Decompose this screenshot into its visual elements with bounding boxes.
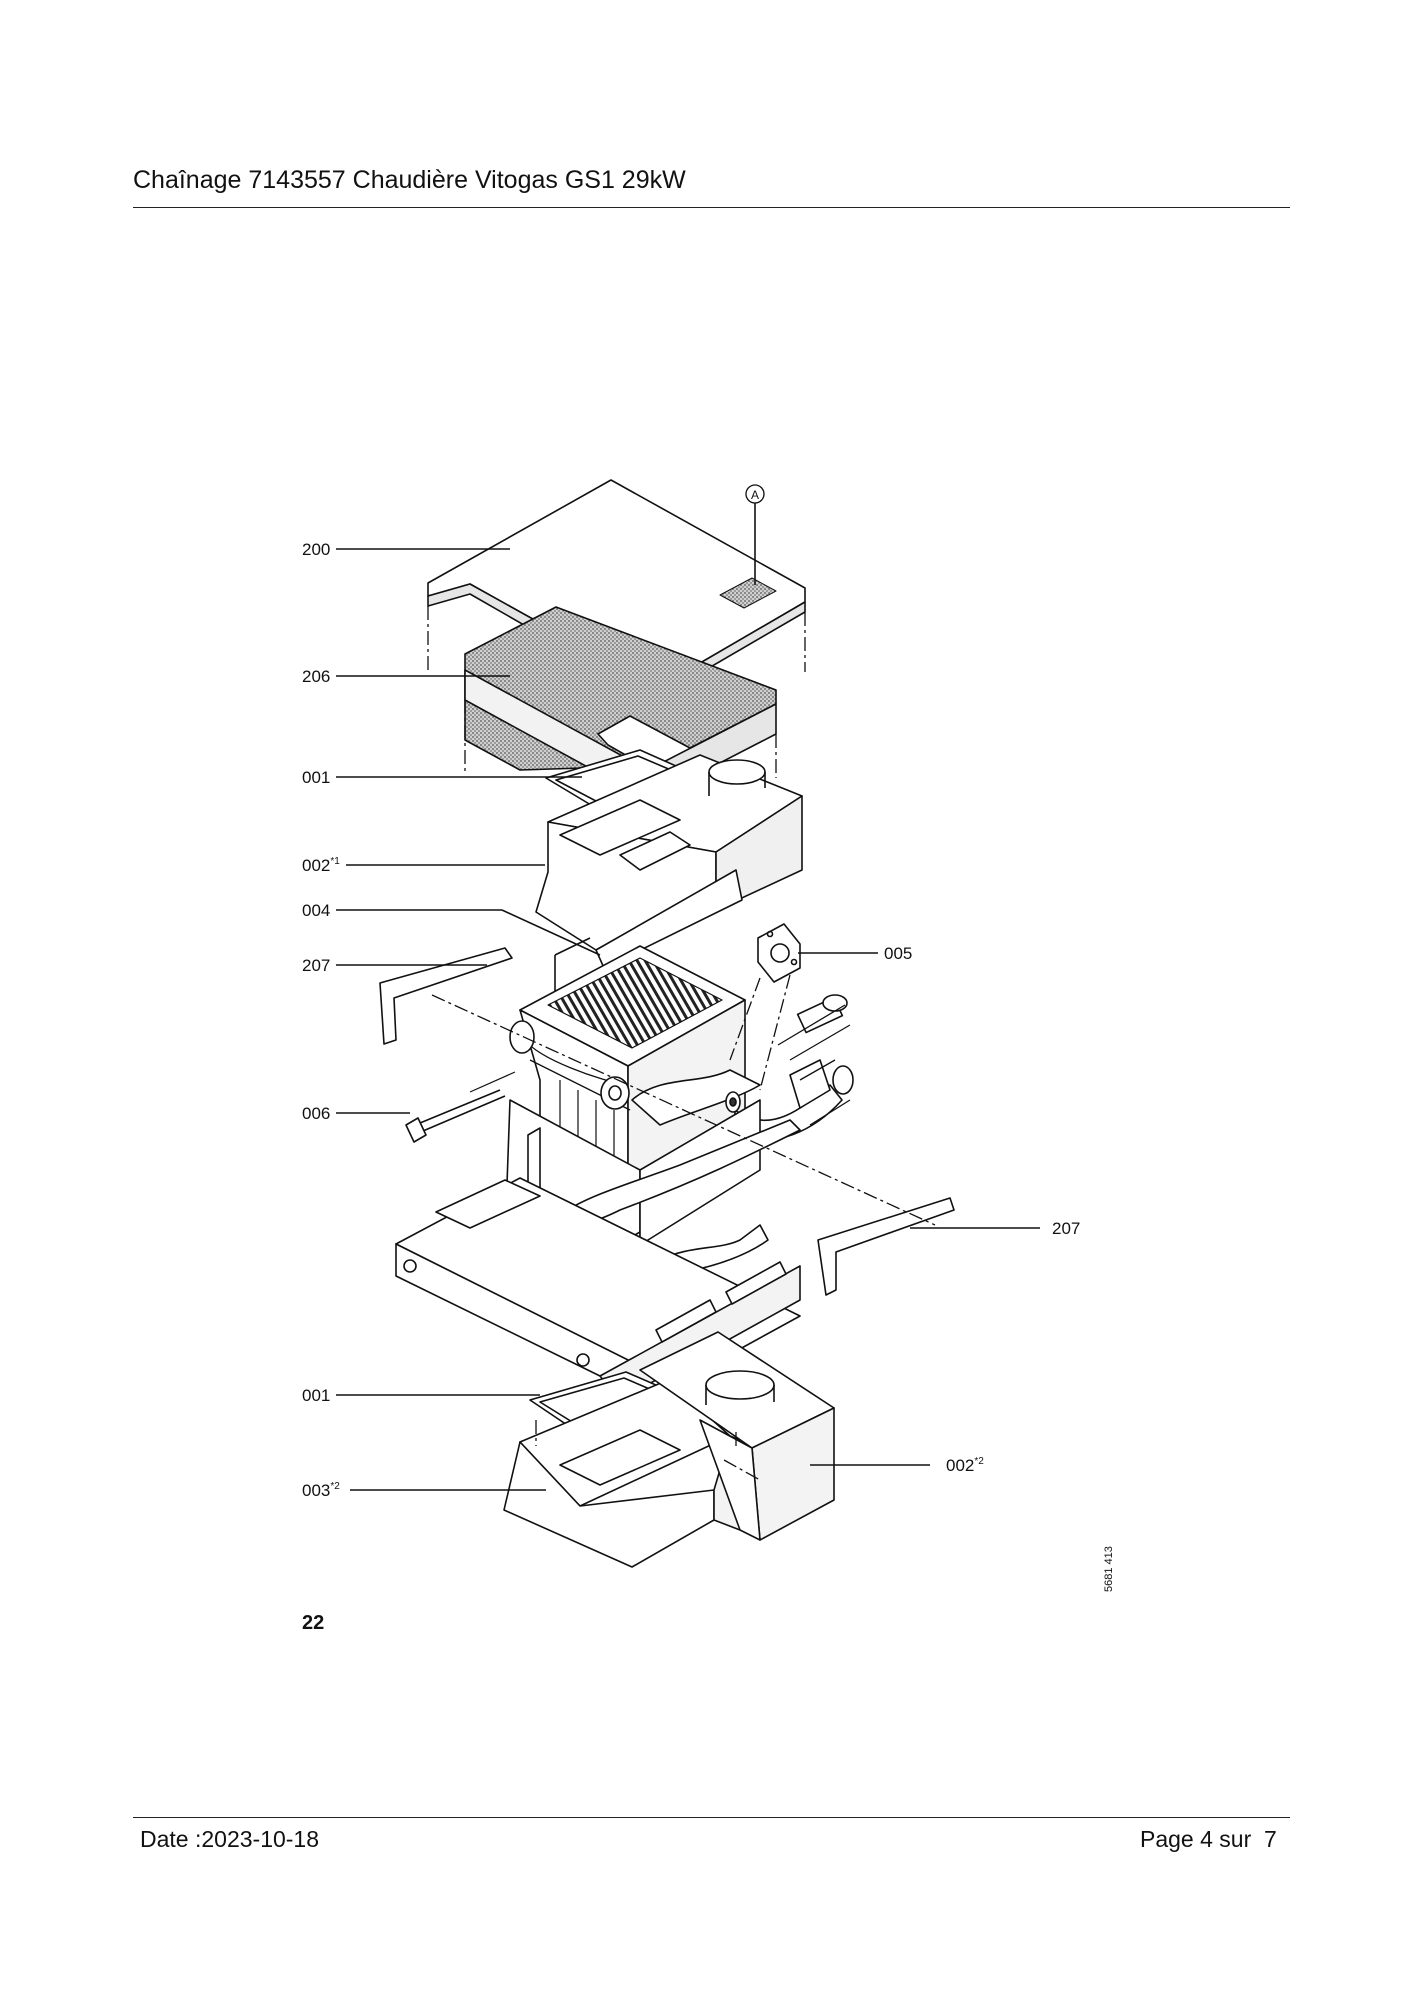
callout-002-upper: 002*1	[302, 856, 340, 875]
callout-004: 004	[302, 901, 330, 920]
leader-lines	[336, 548, 1040, 1491]
assembly-guide-lines	[427, 606, 936, 1481]
bracket-207-left	[379, 947, 513, 1045]
detail-marker-a: A	[751, 488, 759, 502]
footer-date: Date :2023-10-18	[140, 1826, 320, 1852]
footer-page-number: Page 4 sur 7	[1140, 1826, 1277, 1852]
page-title: Chaînage 7143557 Chaudière Vitogas GS1 2…	[133, 166, 686, 194]
drawing-code: 5681 413	[1103, 1546, 1115, 1592]
flue-box-002-lower	[639, 1331, 835, 1541]
callout-207-right: 207	[1052, 1219, 1080, 1238]
callout-003: 003*2	[302, 1481, 340, 1500]
callout-207-left: 207	[302, 956, 330, 975]
seal-004	[501, 909, 601, 992]
callout-206: 206	[302, 667, 330, 686]
callout-005: 005	[884, 944, 912, 963]
sensor-probe-006	[405, 1071, 516, 1143]
bracket-207-right	[817, 1197, 955, 1296]
callout-002-lower: 002*2	[946, 1456, 984, 1475]
callout-200: 200	[302, 540, 330, 559]
callout-001-upper: 001	[302, 768, 330, 787]
footer-rule	[133, 1817, 1290, 1818]
flange-gasket-005	[757, 923, 801, 983]
figure-number: 22	[302, 1612, 325, 1634]
header-rule	[133, 207, 1290, 208]
callout-001-lower: 001	[302, 1386, 330, 1405]
flue-hood-002-upper	[535, 754, 803, 969]
cover-plate-200: A	[427, 479, 806, 709]
callout-006: 006	[302, 1104, 330, 1123]
